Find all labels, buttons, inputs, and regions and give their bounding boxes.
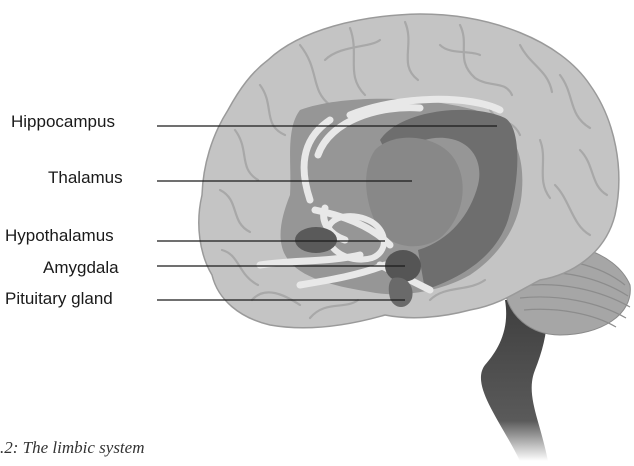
hypothalamus [295,227,337,253]
hypothalamus-label: Hypothalamus [5,226,114,246]
pituitary-gland-label: Pituitary gland [5,289,113,309]
thalamus-label: Thalamus [48,168,123,188]
figure-caption: .2: The limbic system [0,438,144,458]
amygdala-label: Amygdala [43,258,119,278]
hippocampus-label: Hippocampus [11,112,115,132]
